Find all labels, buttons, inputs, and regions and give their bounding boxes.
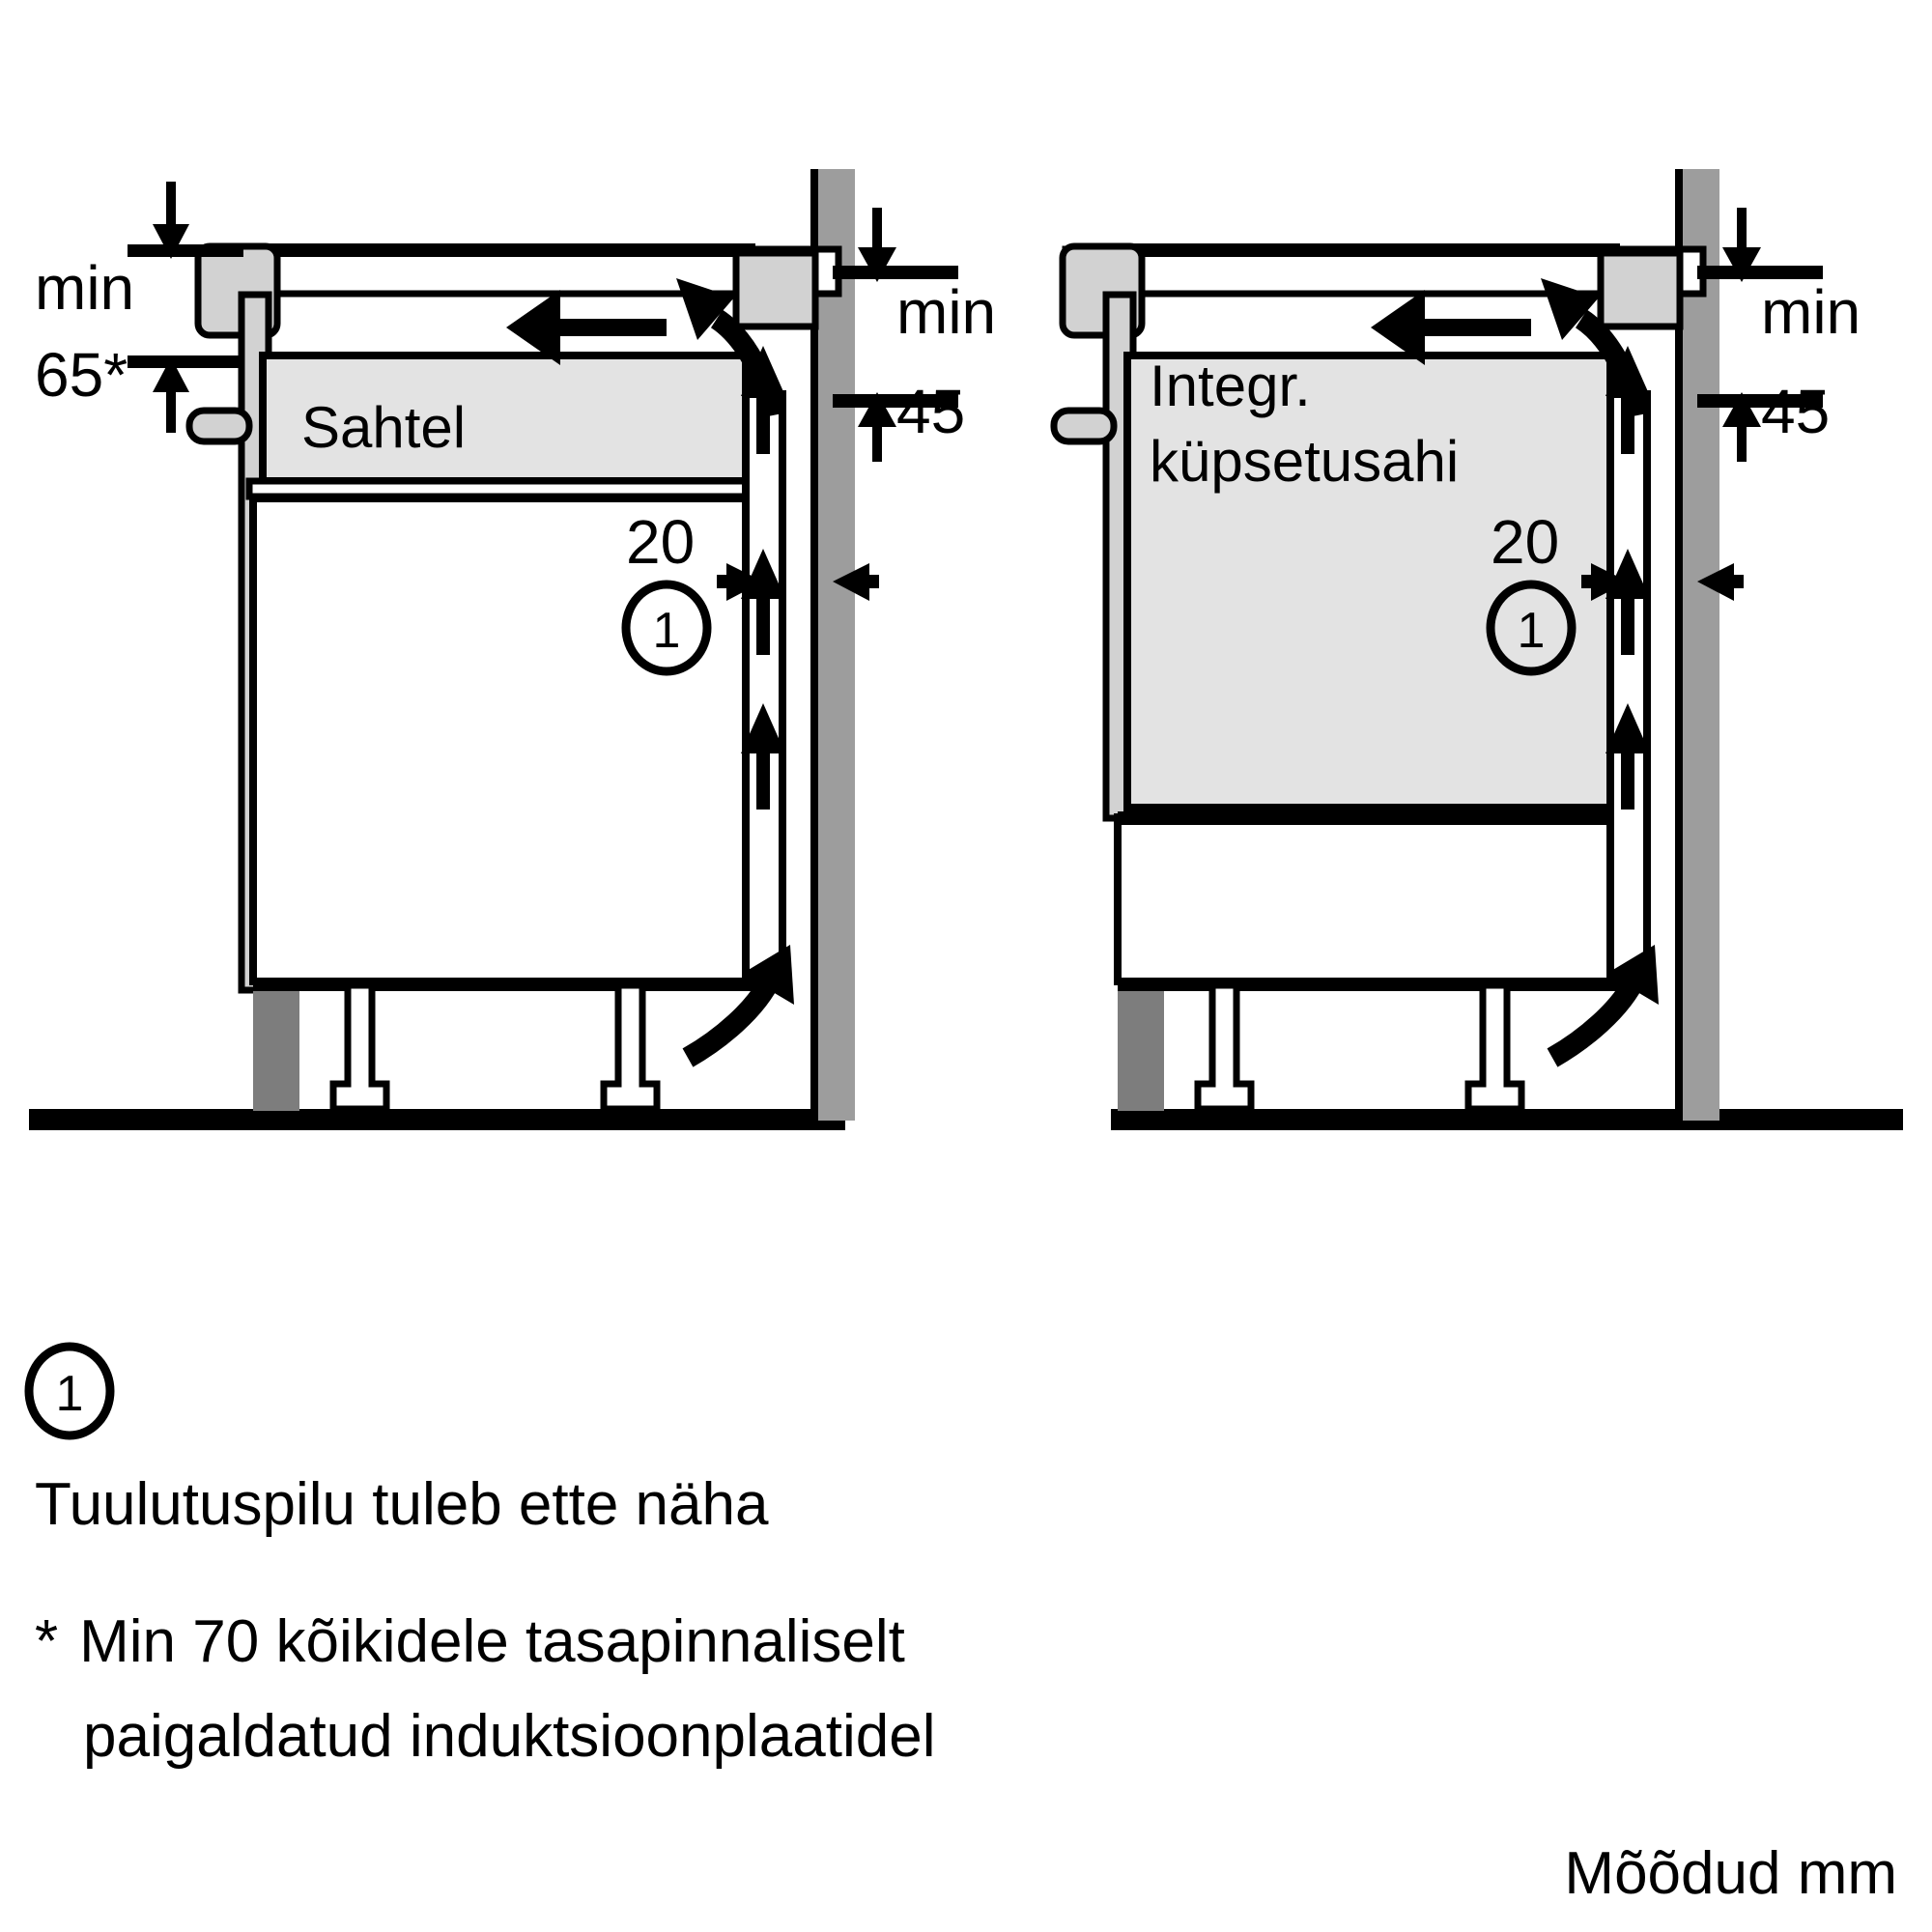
callout-number-right: 1 xyxy=(1518,603,1546,659)
footnote-line-1: * Min 70 kõikidele tasapinnaliselt xyxy=(35,1608,905,1675)
legend-callout-number: 1 xyxy=(56,1366,84,1422)
rear-vent-channel-right xyxy=(1606,390,1651,987)
dim-arrow-down-min45-right xyxy=(1737,208,1747,253)
wall-right xyxy=(1679,169,1719,1121)
dimension-min45-right xyxy=(1697,208,1823,462)
cabinet-leg-1-left xyxy=(329,981,390,1113)
airflow-arrow-up-1-right xyxy=(1605,346,1650,454)
dim-tick-bottom-min65 xyxy=(128,355,243,368)
dim-20-value-left: 20 xyxy=(626,507,695,577)
dim-min65-prefix: min xyxy=(35,253,134,323)
worktop-top-edge-left xyxy=(214,243,755,257)
legend-callout-circle: 1 xyxy=(24,1342,115,1440)
dim-tick-top-min45-left xyxy=(833,266,958,279)
dim-arrowhead-down-min65 xyxy=(153,224,189,259)
dim-arrow-up-min45-right xyxy=(1737,423,1747,462)
legend-callout-text: Tuulutuspilu tuleb ette näha xyxy=(35,1471,769,1538)
dim-20-value-right: 20 xyxy=(1491,507,1559,577)
dim-arrow-up-min45-left xyxy=(872,423,882,462)
dimension-min65-left xyxy=(128,182,243,433)
airflow-curve-bottom-right xyxy=(1547,945,1659,1067)
footnote-marker: * xyxy=(35,1608,58,1675)
dim-arrow-up-min65 xyxy=(166,386,176,433)
cabinet-legs-left xyxy=(329,981,661,1113)
cabinet-bottom-edge-right xyxy=(1118,978,1647,991)
drawer-rail-left xyxy=(245,477,750,500)
dim-min45-value-right: 45 xyxy=(1761,377,1830,446)
dim-arrow-down-min45-left xyxy=(872,208,882,253)
units-note: Mõõdud mm xyxy=(1564,1840,1897,1907)
airflow-curve-bottom-left xyxy=(682,945,794,1067)
cabinet-leg-2-right xyxy=(1464,981,1525,1113)
cabinet-leg-1-right xyxy=(1194,981,1255,1113)
dim-min65-value: 65* xyxy=(35,340,128,410)
wall-left xyxy=(814,169,855,1121)
dim-20-arrows-left xyxy=(717,563,879,601)
airflow-arrow-up-3-right xyxy=(1605,703,1650,810)
cabinet-handle-nub-left xyxy=(185,407,253,445)
worktop-top-edge-right xyxy=(1079,243,1620,257)
callout-number-left: 1 xyxy=(653,603,681,659)
dim-20-arrows-right xyxy=(1581,563,1744,601)
left-diagram-group: min 65* min 45 20 1 Sahtel xyxy=(29,169,996,1130)
airflow-arrow-horizontal-left xyxy=(506,290,667,365)
dim-tick-bottom-min45-left xyxy=(833,394,958,408)
right-diagram-group: min 45 20 1 Integr. küpsetusahi xyxy=(1050,169,1903,1130)
airflow-arrow-up-1-left xyxy=(741,346,785,454)
dim-min45-value-left: 45 xyxy=(896,377,965,446)
dim-arrowhead-up-min65 xyxy=(153,357,189,392)
dim-arrowhead-up-min45-right xyxy=(1722,392,1761,427)
dim-arrowhead-down-min45-left xyxy=(858,247,896,282)
appliance-label-right-line2: küpsetusahi xyxy=(1150,429,1459,494)
callout-circle-right: 1 xyxy=(1486,580,1577,676)
worktop-rear-filler-right xyxy=(1597,249,1684,330)
plinth-right xyxy=(1118,983,1164,1111)
cabinet-leg-2-left xyxy=(600,981,661,1113)
dim-arrowhead-down-min45-right xyxy=(1722,247,1761,282)
oven-bottom-edge-right xyxy=(1118,811,1612,825)
airflow-arrow-up-3-left xyxy=(741,703,785,810)
airflow-arrows-vertical-right xyxy=(1605,346,1650,810)
plinth-left xyxy=(253,983,299,1111)
dim-tick-top-min65 xyxy=(128,244,243,257)
dim-min45-prefix-left: min xyxy=(896,277,996,347)
footnote-line-2: paigaldatud induktsioonplaatidel xyxy=(83,1703,935,1770)
lower-cabinet-right xyxy=(1114,813,1616,985)
rear-vent-channel-left xyxy=(742,390,786,987)
dim-tick-top-min45-right xyxy=(1697,266,1823,279)
callout-circle-left: 1 xyxy=(621,580,712,676)
appliance-label-right-line1: Integr. xyxy=(1150,354,1311,418)
cabinet-legs-right xyxy=(1194,981,1525,1113)
legend-group: 1 Tuulutuspilu tuleb ette näha * Min 70 k… xyxy=(24,1342,1897,1907)
dim-arrow-down-min65 xyxy=(166,182,176,230)
floor-line-left xyxy=(29,1109,845,1130)
cabinet-bottom-edge-left xyxy=(253,978,782,991)
dim-min45-prefix-right: min xyxy=(1761,277,1861,347)
dim-arrowhead-up-min45-left xyxy=(858,392,896,427)
worktop-rear-filler-left xyxy=(732,249,819,330)
dimension-min45-left xyxy=(833,208,958,462)
appliance-label-left: Sahtel xyxy=(301,395,466,460)
dim-tick-bottom-min45-right xyxy=(1697,394,1823,408)
airflow-arrow-horizontal-right xyxy=(1371,290,1531,365)
footnote-text-1: Min 70 kõikidele tasapinnaliselt xyxy=(79,1608,905,1675)
cabinet-handle-nub-right xyxy=(1050,407,1118,445)
